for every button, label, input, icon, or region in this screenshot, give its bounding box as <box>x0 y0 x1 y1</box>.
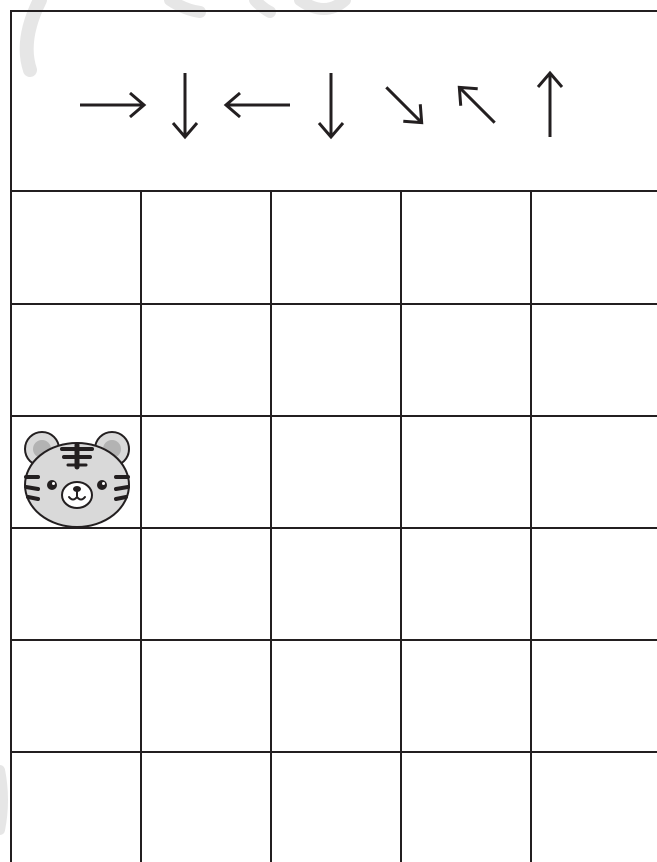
tiger-face-icon <box>22 427 132 529</box>
arrow-left-icon <box>223 70 293 140</box>
arrow-down-icon <box>296 70 366 140</box>
maze-worksheet <box>10 10 657 862</box>
arrow-instruction-panel <box>10 10 657 192</box>
arrow-down-icon <box>150 70 220 140</box>
movement-grid <box>10 190 657 862</box>
arrow-sequence <box>12 12 657 194</box>
arrow-right-icon <box>77 70 147 140</box>
arrow-down-right-icon <box>369 70 439 140</box>
arrow-up-icon <box>515 70 585 140</box>
arrow-up-left-icon <box>442 70 512 140</box>
